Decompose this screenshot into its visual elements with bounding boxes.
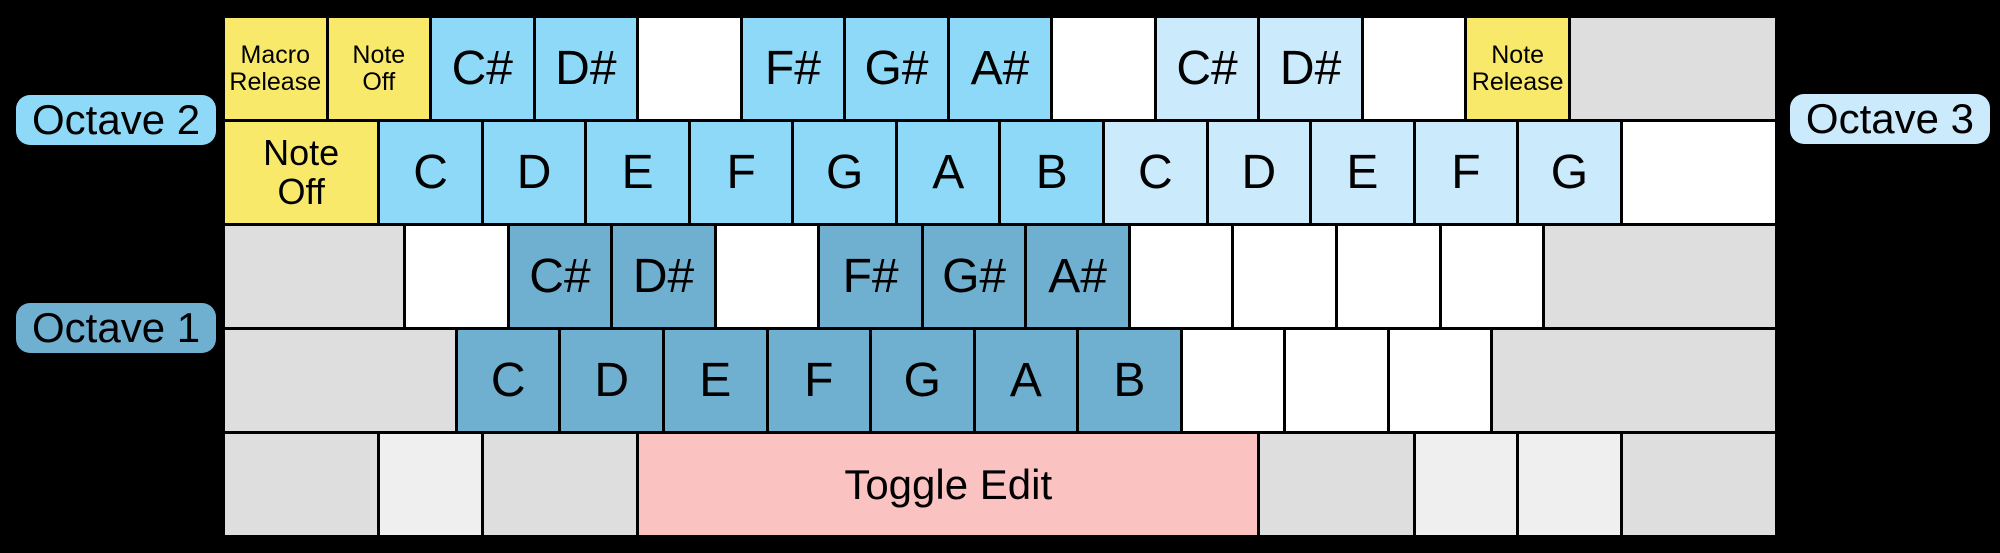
- key-note-d-sharp-oct1: D#: [613, 226, 714, 327]
- key-note-f-sharp-oct2: F#: [742, 18, 844, 119]
- key-note-b-oct2: B: [1001, 122, 1103, 223]
- key-modifier-key: [1545, 226, 1775, 327]
- key-note-c-sharp-oct2: C#: [432, 18, 533, 119]
- key-note-e-oct1: E: [665, 330, 766, 431]
- key-macro-release: Macro Release: [225, 18, 326, 119]
- key-modifier-key: [1519, 434, 1620, 535]
- key-modifier-key: [1493, 330, 1775, 431]
- key-modifier-key: [1415, 434, 1517, 535]
- key-note-f-oct2: F: [690, 122, 792, 223]
- key-note-d-sharp-oct2: D#: [535, 18, 637, 119]
- key-unmapped-key: [1622, 122, 1775, 223]
- key-unmapped-key: [1130, 226, 1232, 327]
- key-note-g-oct3: G: [1519, 122, 1620, 223]
- key-note-g-sharp-oct2: G#: [846, 18, 947, 119]
- key-note-c-sharp-oct3: C#: [1156, 18, 1258, 119]
- key-unmapped-key: [716, 226, 818, 327]
- key-note-d-sharp-oct3: D#: [1260, 18, 1361, 119]
- key-unmapped-key: [1182, 330, 1284, 431]
- key-modifier-key: [1570, 18, 1775, 119]
- key-note-g-oct1: G: [872, 330, 973, 431]
- key-note-d-oct1: D: [561, 330, 663, 431]
- key-note-g-oct2: G: [794, 122, 895, 223]
- key-unmapped-key: [1363, 18, 1465, 119]
- key-note-e-oct3: E: [1312, 122, 1413, 223]
- key-note-a-oct2: A: [897, 122, 999, 223]
- key-toggle-edit: Toggle Edit: [639, 434, 1258, 535]
- key-modifier-key: [380, 434, 481, 535]
- key-unmapped-key: [639, 18, 740, 119]
- key-note-off: Note Off: [328, 18, 430, 119]
- key-unmapped-key: [1286, 330, 1387, 431]
- key-note-d-oct3: D: [1208, 122, 1310, 223]
- key-note-release: Note Release: [1467, 18, 1568, 119]
- key-unmapped-key: [1337, 226, 1439, 327]
- key-unmapped-key: [1389, 330, 1491, 431]
- key-note-off-wide: Note Off: [225, 122, 378, 223]
- key-modifier-key: [225, 226, 404, 327]
- key-note-g-sharp-oct1: G#: [923, 226, 1025, 327]
- octave-2-label: Octave 2: [16, 95, 217, 145]
- key-note-a-sharp-oct1: A#: [1027, 226, 1128, 327]
- key-unmapped-key: [406, 226, 507, 327]
- key-note-e-oct2: E: [587, 122, 688, 223]
- key-modifier-key: [225, 330, 455, 431]
- key-note-f-oct1: F: [768, 330, 870, 431]
- key-note-c-oct2: C: [380, 122, 481, 223]
- key-note-d-oct2: D: [483, 122, 585, 223]
- octave-1-label: Octave 1: [16, 303, 217, 353]
- key-modifier-key: [225, 434, 378, 535]
- key-note-a-oct1: A: [975, 330, 1077, 431]
- key-unmapped-key: [1053, 18, 1154, 119]
- key-note-f-oct3: F: [1415, 122, 1517, 223]
- key-modifier-key: [1260, 434, 1413, 535]
- key-note-c-sharp-oct1: C#: [509, 226, 611, 327]
- key-note-c-oct3: C: [1105, 122, 1206, 223]
- key-note-c-oct1: C: [457, 330, 559, 431]
- key-modifier-key: [1622, 434, 1775, 535]
- key-note-f-sharp-oct1: F#: [820, 226, 921, 327]
- octave-3-label: Octave 3: [1789, 94, 1990, 144]
- key-note-b-oct1: B: [1079, 330, 1180, 431]
- key-modifier-key: [483, 434, 637, 535]
- key-unmapped-key: [1234, 226, 1335, 327]
- key-unmapped-key: [1441, 226, 1543, 327]
- key-note-a-sharp-oct2: A#: [949, 18, 1051, 119]
